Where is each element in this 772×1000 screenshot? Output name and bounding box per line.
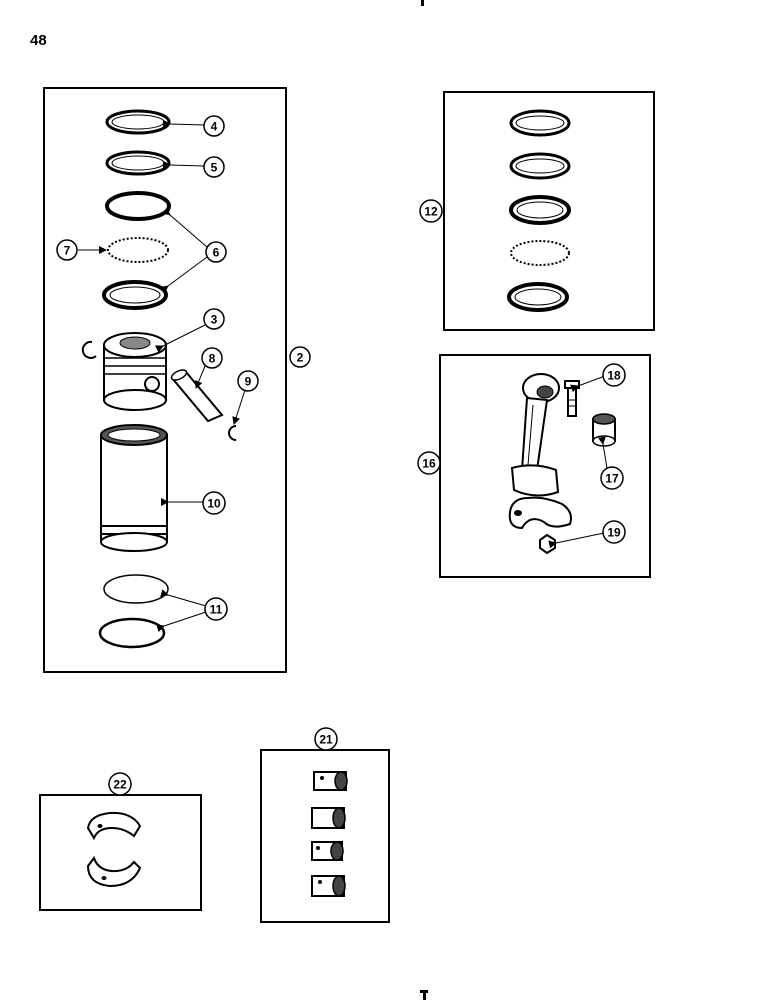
svg-text:8: 8 — [209, 352, 216, 366]
callout-3: 3 — [203, 308, 225, 330]
piston-ring-top — [105, 109, 171, 135]
callout-7: 7 — [56, 239, 78, 261]
piston — [103, 332, 167, 411]
callout-8: 8 — [201, 347, 223, 369]
callout-2: 2 — [289, 346, 311, 368]
svg-text:19: 19 — [607, 526, 621, 540]
callout-17: 17 — [600, 466, 624, 490]
piston-ring-oil-upper — [105, 191, 171, 221]
svg-text:10: 10 — [207, 497, 221, 511]
bushing-4 — [311, 875, 346, 897]
connecting-rod — [510, 373, 560, 497]
svg-text:11: 11 — [210, 603, 223, 617]
top-mark — [421, 0, 424, 6]
callout-19: 19 — [602, 520, 626, 544]
callout-22: 22 — [108, 772, 132, 796]
seal-ring-upper — [103, 574, 169, 604]
rod-nut — [539, 533, 556, 555]
cylinder-sleeve — [100, 424, 168, 552]
piston-ring-oil-lower — [102, 280, 168, 310]
svg-text:5: 5 — [211, 161, 218, 175]
svg-text:3: 3 — [211, 313, 218, 327]
bushing-3 — [311, 841, 344, 861]
bottom-edge-marks — [420, 990, 428, 1000]
rod-bolt — [564, 380, 580, 417]
svg-text:12: 12 — [424, 205, 438, 219]
svg-text:4: 4 — [211, 120, 218, 134]
svg-text:21: 21 — [319, 733, 333, 747]
callout-16: 16 — [417, 451, 441, 475]
callout-21: 21 — [314, 727, 338, 751]
callout-12: 12 — [419, 199, 443, 223]
rod-bushing — [592, 413, 616, 447]
callout-5: 5 — [203, 156, 225, 178]
panel-ring-set — [443, 91, 655, 331]
svg-text:9: 9 — [245, 375, 252, 389]
callout-18: 18 — [602, 363, 626, 387]
svg-text:6: 6 — [213, 246, 220, 260]
ring-set-ring-4 — [507, 282, 569, 312]
callout-9: 9 — [237, 370, 259, 392]
panel-piston-kit — [43, 87, 287, 673]
snap-ring-right — [228, 425, 237, 441]
panel-rod-bearing — [39, 794, 202, 911]
ring-expander — [107, 237, 169, 263]
page-number: 48 — [30, 32, 47, 49]
svg-text:2: 2 — [297, 351, 304, 365]
ring-set-ring-3 — [509, 195, 571, 225]
snap-ring-left — [81, 340, 97, 359]
svg-text:22: 22 — [113, 778, 127, 792]
seal-ring-lower — [98, 617, 166, 649]
svg-text:17: 17 — [605, 472, 619, 486]
bushing-1 — [313, 771, 348, 791]
callout-6: 6 — [205, 241, 227, 263]
rod-cap — [508, 496, 572, 530]
bearing-half-lower — [86, 855, 142, 888]
callout-11: 11 — [204, 597, 228, 621]
svg-text:16: 16 — [422, 457, 436, 471]
ring-set-ring-2 — [509, 152, 571, 180]
ring-set-expander — [510, 240, 570, 266]
svg-text:7: 7 — [64, 244, 71, 258]
piston-pin — [170, 369, 224, 423]
callout-4: 4 — [203, 115, 225, 137]
bushing-2 — [311, 807, 346, 829]
callout-10: 10 — [202, 491, 226, 515]
svg-text:18: 18 — [607, 369, 621, 383]
piston-ring-second — [105, 150, 171, 176]
ring-set-ring-1 — [509, 109, 571, 137]
bearing-half-upper — [86, 811, 142, 841]
